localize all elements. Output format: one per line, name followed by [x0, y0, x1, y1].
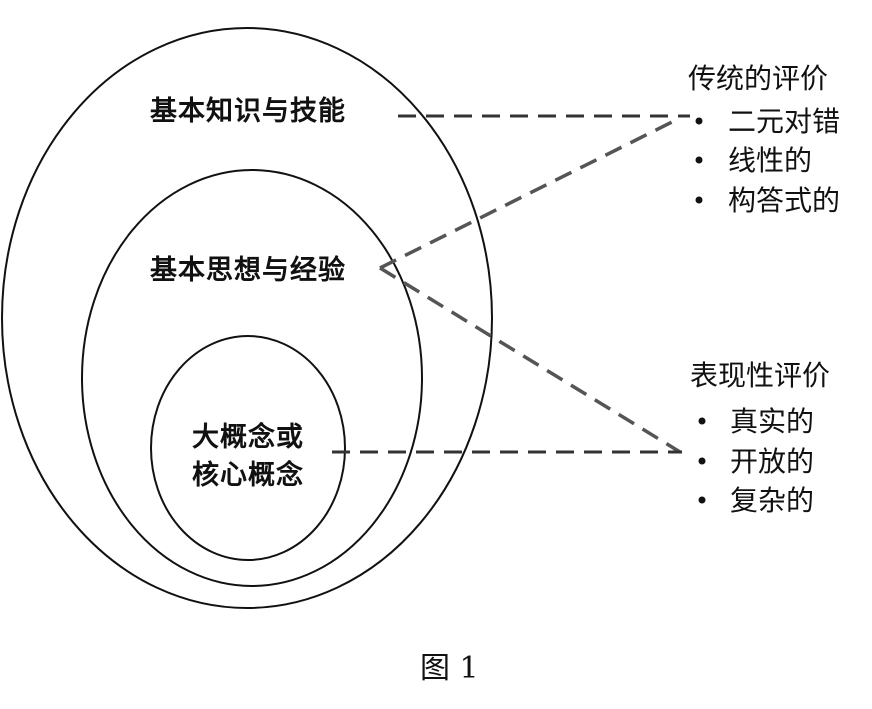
middle-circle [81, 169, 423, 587]
traditional-item: 构答式的 [728, 184, 840, 217]
performance-item: 真实的 [730, 405, 814, 438]
outer-circle-label: 基本知识与技能 [150, 95, 346, 127]
traditional-item: 二元对错 [728, 105, 840, 138]
bullet-icon [695, 196, 703, 204]
figure-caption: 图 1 [420, 651, 479, 686]
connector-thinking-performance [379, 266, 681, 454]
inner-circle [150, 335, 346, 561]
inner-circle-label-line1: 大概念或 [192, 421, 304, 453]
connector-thinking-traditional [379, 116, 681, 270]
inner-circle-label-line2: 核心概念 [192, 459, 304, 491]
bullet-icon [698, 457, 706, 465]
bullet-icon [695, 156, 703, 164]
bullet-icon [695, 117, 703, 125]
bullet-icon [698, 496, 706, 504]
performance-item: 复杂的 [730, 484, 814, 517]
traditional-item: 线性的 [728, 144, 812, 177]
bullet-icon [698, 417, 706, 425]
performance-evaluation-title: 表现性评价 [690, 359, 830, 392]
performance-item: 开放的 [730, 445, 814, 478]
traditional-evaluation-title: 传统的评价 [688, 62, 828, 95]
middle-circle-label: 基本思想与经验 [150, 254, 346, 286]
outer-circle [1, 27, 493, 609]
